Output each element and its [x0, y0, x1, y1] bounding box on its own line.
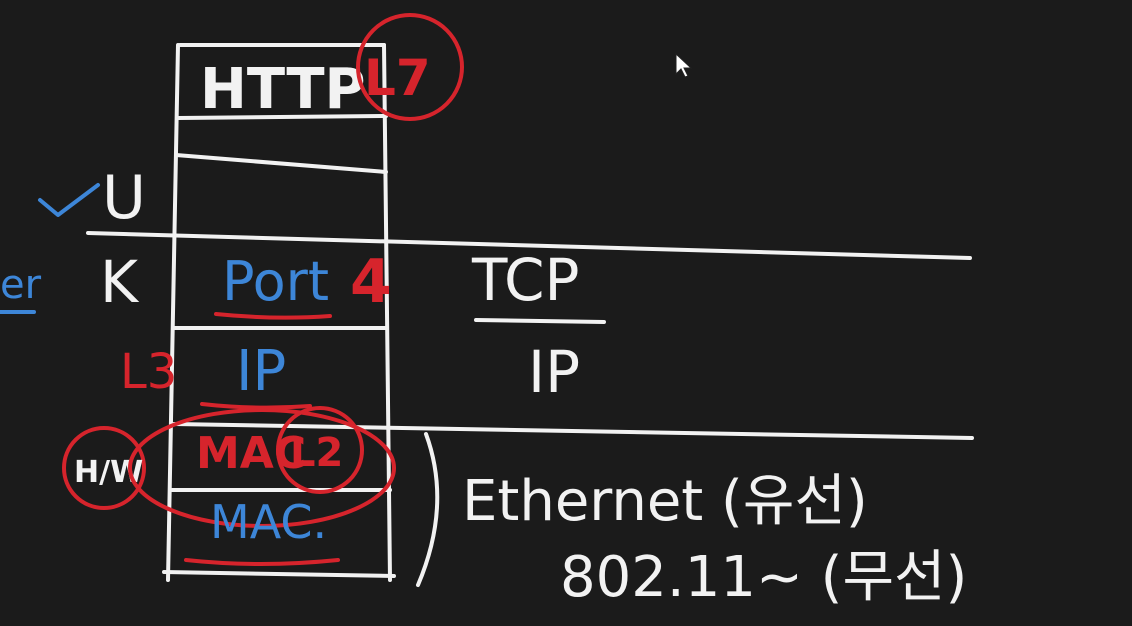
l7-circle [356, 13, 464, 121]
wifi-label: 802.11~ (무선) [560, 545, 967, 610]
divider-user [174, 153, 388, 174]
l4-mark: 4 [350, 247, 392, 317]
ethernet-label: Ethernet (유선) [462, 469, 868, 534]
divider-http [176, 114, 388, 120]
l2-mark: L2 [290, 430, 343, 476]
app-layer-label: HTTP [200, 57, 366, 122]
divider-ip-mac [172, 422, 974, 440]
tcp-underline [474, 318, 606, 324]
mac-top-field: MAC [196, 428, 306, 479]
tcp-label: TCP [471, 246, 580, 314]
stack-frame [86, 43, 974, 587]
l3-mark: L3 [120, 344, 177, 400]
ip-underline [200, 402, 312, 410]
l7-mark: L7 [364, 49, 431, 107]
ip-label: IP [528, 338, 580, 406]
mac-underline [184, 558, 340, 566]
mac-group-circle [128, 408, 396, 528]
user-kernel-boundary [86, 231, 972, 260]
port-underline [214, 312, 332, 320]
port-field: Port [222, 250, 329, 313]
kernel-label: K [100, 248, 140, 316]
left-edge-fragment: er [0, 262, 42, 308]
user-label: U [102, 163, 146, 233]
ip-field: IP [236, 339, 286, 404]
box-left-line [166, 43, 180, 582]
mac-bottom-field: MAC. [210, 495, 327, 549]
box-bottom-line [162, 570, 396, 578]
link-layer-bracket [416, 432, 440, 587]
hw-circle [62, 426, 146, 510]
pointer-cursor-icon [675, 52, 693, 78]
l2-circle [276, 406, 364, 494]
checkmark-icon [38, 183, 100, 217]
